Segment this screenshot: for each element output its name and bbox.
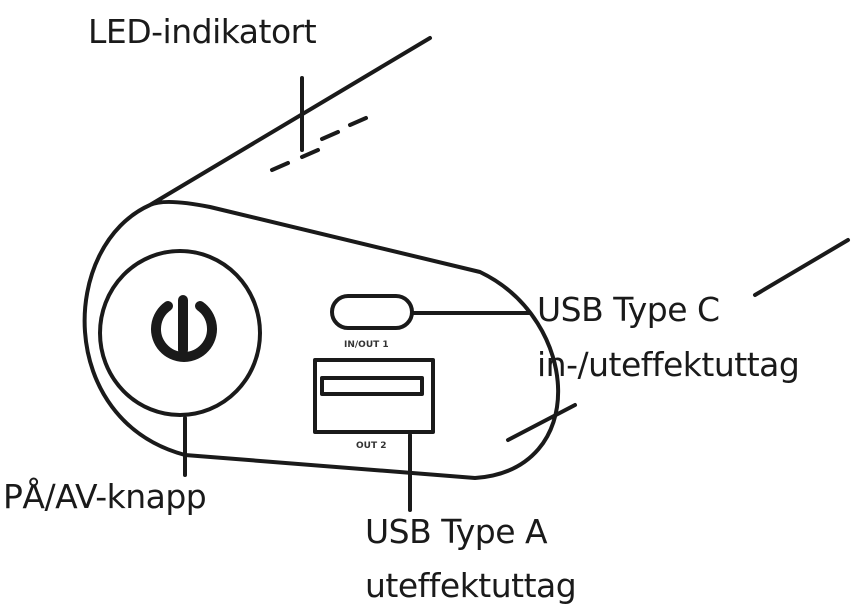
usb-c-port (330, 294, 414, 330)
power-button-label: PÅ/AV-knapp (3, 477, 207, 516)
led-indicator-3 (320, 130, 340, 141)
power-bank-back-edge (753, 238, 850, 297)
power-bank-body (82, 36, 561, 480)
usb-a-port-tongue (320, 376, 424, 396)
power-bank-lower-edge (506, 403, 577, 442)
power-button-ring (98, 249, 262, 417)
usb-a-description: uteffektuttag (365, 566, 577, 605)
usb-c-description: in-/uteffektuttag (537, 345, 800, 384)
usb-c-label: USB Type C (537, 290, 720, 329)
led-indicator-2 (300, 148, 320, 159)
usb-a-port (313, 358, 435, 434)
power-icon (151, 301, 217, 362)
usb-c-port-marking: IN/OUT 1 (344, 340, 389, 350)
usb-a-label: USB Type A (365, 512, 548, 551)
led-indicator-label: LED-indikatort (88, 12, 317, 51)
usb-a-port-marking: OUT 2 (356, 441, 387, 451)
led-indicator-4 (348, 116, 368, 127)
led-indicator-1 (270, 161, 290, 172)
